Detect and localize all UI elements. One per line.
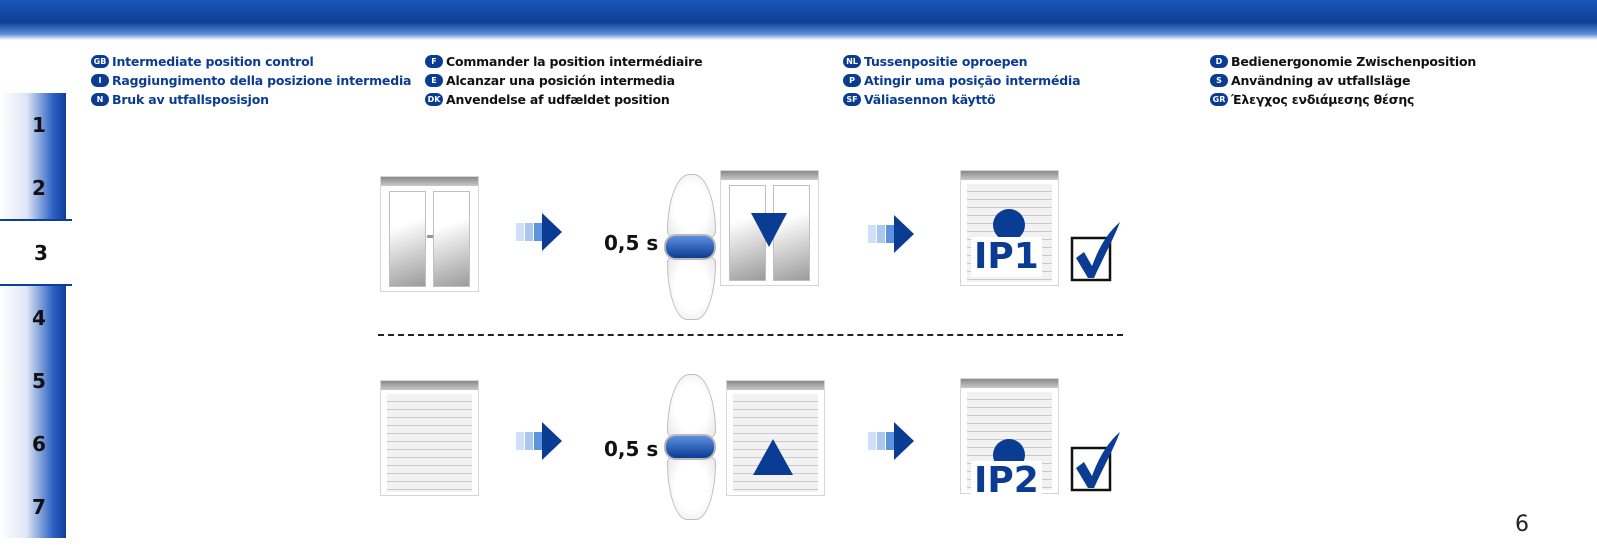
language-title: Användning av utfallsläge xyxy=(1231,72,1411,88)
up-triangle-icon xyxy=(753,439,793,475)
chapter-tab-4[interactable]: 4 xyxy=(0,286,66,349)
language-badge: D xyxy=(1210,54,1228,68)
press-duration: 0,5 s xyxy=(604,231,659,255)
chapter-tab-3-active[interactable]: 3 xyxy=(0,219,72,286)
next-step-arrow-icon xyxy=(868,422,914,460)
top-header-bar xyxy=(0,0,1597,40)
down-button[interactable] xyxy=(667,253,716,320)
down-button[interactable] xyxy=(667,453,716,520)
language-badge: S xyxy=(1210,73,1228,87)
window-open-icon xyxy=(380,176,479,292)
chapter-tab-7[interactable]: 7 xyxy=(0,475,66,538)
chapter-tab-label: 4 xyxy=(32,306,46,330)
window-opening-icon xyxy=(726,380,825,496)
window-intermediate-position-icon: IP2 xyxy=(960,378,1059,501)
chapter-tab-label: 3 xyxy=(34,241,48,265)
stop-my-button-pressed[interactable] xyxy=(664,234,716,260)
language-badge: SF xyxy=(843,92,861,106)
chapter-tab-5[interactable]: 5 xyxy=(0,349,66,412)
up-button[interactable] xyxy=(667,374,716,441)
language-badge: GR xyxy=(1210,92,1228,106)
chapter-tab-label: 6 xyxy=(32,432,46,456)
chapter-tab-6[interactable]: 6 xyxy=(0,412,66,475)
page-number: 6 xyxy=(1515,512,1529,537)
intermediate-position-label: IP2 xyxy=(971,461,1042,501)
stop-my-button-pressed[interactable] xyxy=(664,434,716,460)
next-step-arrow-icon xyxy=(868,215,914,253)
user-disc-icon xyxy=(993,209,1025,241)
language-badge: NL xyxy=(843,54,861,68)
up-button[interactable] xyxy=(667,174,716,241)
chapter-tab-label: 5 xyxy=(32,369,46,393)
chapter-tab-2[interactable]: 2 xyxy=(0,156,66,219)
language-title: Alcanzar una posición intermedia xyxy=(446,72,675,88)
language-badge: I xyxy=(91,73,109,87)
window-intermediate-position-icon: IP1 xyxy=(960,170,1059,286)
language-title: Commander la position intermédiaire xyxy=(446,53,703,69)
language-title: Intermediate position control xyxy=(112,53,314,69)
language-badge: DK xyxy=(425,92,443,106)
intermediate-position-label: IP1 xyxy=(971,237,1042,277)
remote-control-icon xyxy=(664,174,718,320)
language-title: Väliasennon käyttö xyxy=(864,91,996,107)
language-title: Anvendelse af udfældet position xyxy=(446,91,670,107)
language-title: Bruk av utfallsposisjon xyxy=(112,91,269,107)
language-badge: E xyxy=(425,73,443,87)
chapter-tab-label: 1 xyxy=(32,113,46,137)
window-shutter-closed-icon xyxy=(380,380,479,496)
language-title: Raggiungimento della posizione intermedi… xyxy=(112,72,412,88)
language-badge: GB xyxy=(91,54,109,68)
language-badge: F xyxy=(425,54,443,68)
chapter-tab-1[interactable]: 1 xyxy=(0,93,66,156)
checkmark-icon xyxy=(1070,222,1120,282)
language-title: Atingir uma posição intermédia xyxy=(864,72,1081,88)
language-title: Έλεγχος ενδιάμεσης θέσης xyxy=(1231,91,1415,107)
down-triangle-icon xyxy=(751,213,787,247)
chapter-tabs: 1 2 3 4 5 6 7 xyxy=(0,93,72,538)
next-step-arrow-icon xyxy=(516,422,562,460)
remote-control-icon xyxy=(664,374,718,520)
language-title: Tussenpositie oproepen xyxy=(864,53,1028,69)
chapter-tab-label: 7 xyxy=(32,495,46,519)
language-title: Bedienergonomie Zwischenposition xyxy=(1231,53,1477,69)
checkmark-icon xyxy=(1070,432,1120,492)
window-closing-icon xyxy=(720,170,819,286)
chapter-tab-label: 2 xyxy=(32,176,46,200)
press-duration: 0,5 s xyxy=(604,437,659,461)
language-badge: P xyxy=(843,73,861,87)
language-badge: N xyxy=(91,92,109,106)
dashed-divider xyxy=(378,334,1123,336)
next-step-arrow-icon xyxy=(516,213,562,251)
